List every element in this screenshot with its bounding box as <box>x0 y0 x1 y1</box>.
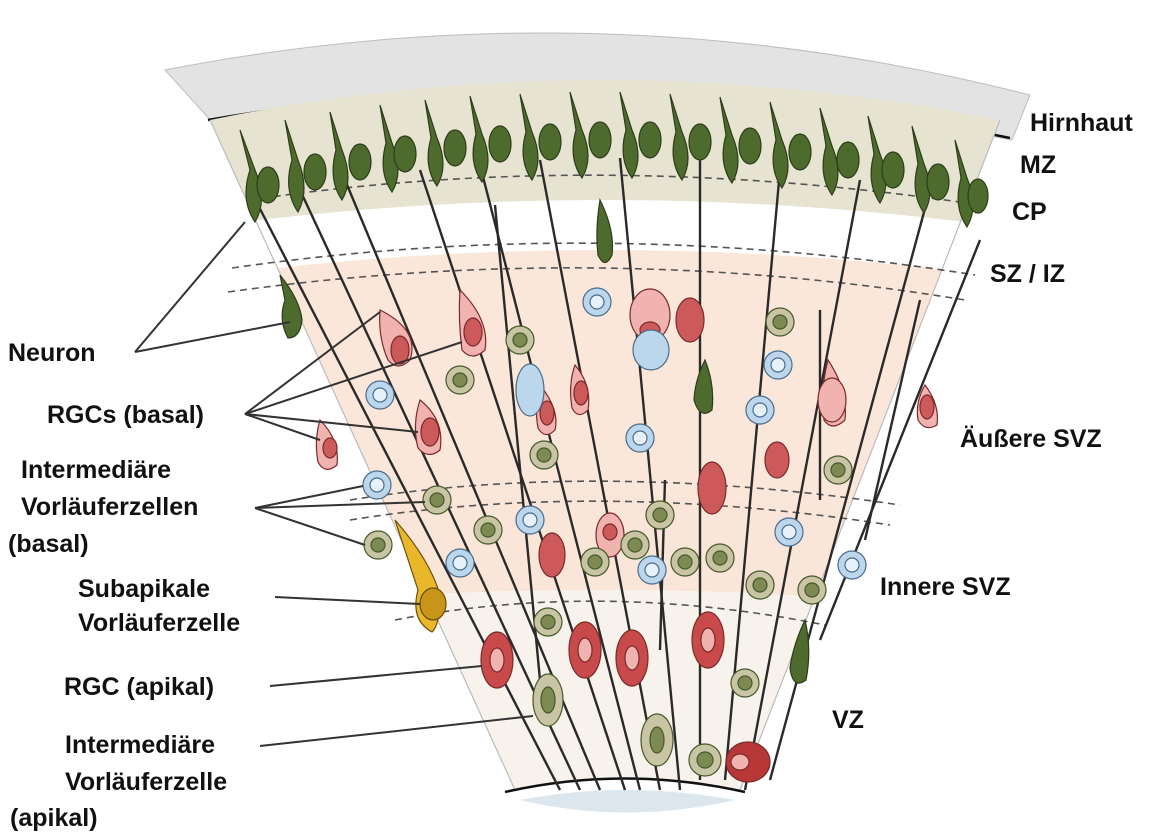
label-mz: MZ <box>1020 151 1056 179</box>
label-rgc-apical: RGC (apikal) <box>64 673 214 701</box>
label-ip-apical-line2: Vorläuferzelle <box>65 768 227 796</box>
label-neuron: Neuron <box>8 339 96 367</box>
label-ip-basal-line2: Vorläuferzellen <box>21 493 198 521</box>
label-ip-basal-line3: (basal) <box>8 530 89 558</box>
ventricle <box>520 790 735 813</box>
label-subapical-line1: Subapikale <box>78 575 210 603</box>
label-subapical-line2: Vorläuferzelle <box>78 609 240 637</box>
label-ip-apical-line3: (apikal) <box>10 804 98 832</box>
label-hirnhaut: Hirnhaut <box>1030 109 1133 137</box>
label-outer-svz: Äußere SVZ <box>960 425 1102 453</box>
cell-labels: Neuron RGCs (basal) Intermediäre Vorläuf… <box>8 339 240 832</box>
label-rgcs-basal: RGCs (basal) <box>47 401 204 429</box>
label-inner-svz: Innere SVZ <box>880 573 1011 601</box>
label-cp: CP <box>1012 198 1047 226</box>
label-vz: VZ <box>832 706 864 734</box>
label-sz-iz: SZ / IZ <box>990 260 1065 288</box>
label-ip-basal-line1: Intermediäre <box>21 456 171 484</box>
label-ip-apical-line1: Intermediäre <box>65 731 215 759</box>
